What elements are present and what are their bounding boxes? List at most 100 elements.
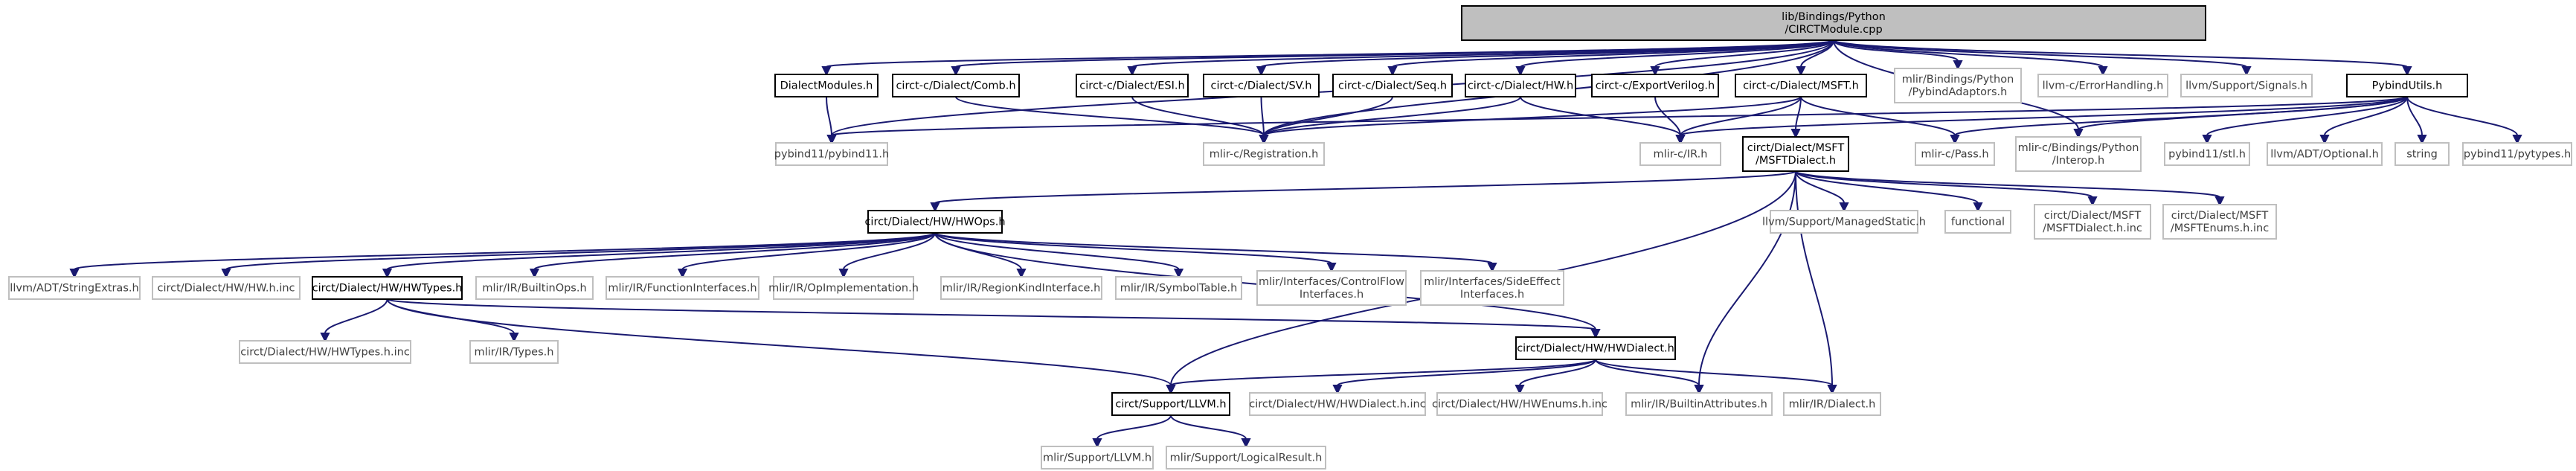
node-errorhandling: llvm-c/ErrorHandling.h [2037, 74, 2168, 97]
edge-hwdialect-to-hwenums [1515, 359, 1596, 395]
edge-hwops-to-opimpl [838, 232, 936, 279]
edge-msftdialect-to-irdialect [1795, 170, 1837, 395]
node-builtinops: mlir/IR/BuiltinOps.h [475, 276, 594, 300]
edge-hwops-to-symboltable [934, 232, 1184, 279]
edge-root-to-errorhandling [1833, 39, 2108, 77]
edge-hwdialect-to-llvmh [1166, 359, 1596, 395]
node-sv[interactable]: circt-c/Dialect/SV.h [1203, 74, 1320, 97]
node-label: mlir/Support/LLVM.h [1043, 452, 1152, 464]
node-root[interactable]: lib/Bindings/Python/CIRCTModule.cpp [1461, 5, 2206, 41]
node-label: /MSFTEnums.h.inc [2171, 222, 2269, 234]
edge-root-to-seq [1387, 39, 1834, 77]
node-label: llvm/ADT/Optional.h [2270, 149, 2379, 161]
node-label: circt/Support/LLVM.h [1115, 399, 1226, 411]
node-msftc[interactable]: circt-c/Dialect/MSFT.h [1735, 74, 1867, 97]
node-llvmh[interactable]: circt/Support/LLVM.h [1111, 392, 1230, 416]
node-pybindutils[interactable]: PybindUtils.h [2346, 74, 2468, 97]
edge-root-to-pyadaptors [1833, 39, 1963, 71]
edges-layer [69, 39, 2522, 449]
node-label: llvm-c/ErrorHandling.h [2043, 80, 2164, 92]
node-esi[interactable]: circt-c/Dialect/ESI.h [1076, 74, 1189, 97]
node-opimpl: mlir/IR/OpImplementation.h [768, 276, 919, 300]
edge-hwops-to-hwhinc [221, 232, 936, 279]
edge-hwtypes-to-irtypes [386, 298, 519, 343]
edge-msftc-to-pass [1800, 96, 1960, 145]
node-label: mlir/IR/OpImplementation.h [768, 283, 919, 295]
node-hwdialectinc: circt/Dialect/HW/HWDialect.h.inc [1249, 392, 1426, 416]
node-label: Interfaces.h [1300, 289, 1364, 301]
node-label: mlir/Support/LogicalResult.h [1170, 452, 1323, 464]
node-comb[interactable]: circt-c/Dialect/Comb.h [892, 74, 1020, 97]
node-irtypes: mlir/IR/Types.h [469, 340, 559, 364]
node-label: pybind11/pytypes.h [2464, 149, 2571, 161]
node-hwtypesinc: circt/Dialect/HW/HWTypes.h.inc [239, 340, 411, 364]
edge-root-to-signals [1833, 39, 2252, 77]
node-label: mlir/IR/Dialect.h [1789, 399, 1876, 411]
node-label: pybind11/pybind11.h [774, 149, 889, 161]
node-label: mlir/Interfaces/SideEffect [1424, 276, 1561, 288]
edge-msftdialect-to-managedstatic [1795, 170, 1849, 213]
node-label: /Interop.h [2052, 155, 2104, 167]
edge-pybindutils-to-string [2406, 96, 2427, 145]
node-string: string [2394, 142, 2450, 166]
node-hwtypes[interactable]: circt/Dialect/HW/HWTypes.h [312, 276, 463, 300]
node-label: llvm/ADT/StringExtras.h [10, 283, 138, 295]
edge-hwdialect-to-irdialect [1595, 359, 1837, 395]
node-label: circt/Dialect/MSFT [1747, 142, 1845, 154]
node-msftdialect[interactable]: circt/Dialect/MSFT/MSFTDialect.h [1742, 136, 1849, 172]
node-label: circt/Dialect/MSFT [2171, 210, 2269, 222]
node-seq[interactable]: circt-c/Dialect/Seq.h [1332, 74, 1453, 97]
node-msftdialectinc: circt/Dialect/MSFT/MSFTDialect.h.inc [2034, 204, 2151, 240]
node-builtinattrs: mlir/IR/BuiltinAttributes.h [1625, 392, 1773, 416]
edge-hwc-to-mlircir [1520, 96, 1686, 145]
node-irdialect: mlir/IR/Dialect.h [1783, 392, 1881, 416]
node-label: mlir/Interfaces/ControlFlow [1259, 276, 1404, 288]
edge-msftdialect-to-functional [1795, 170, 1983, 213]
node-label: circt/Dialect/HW/HWTypes.h.inc [240, 347, 410, 359]
edge-hwtypes-to-hwdialect [386, 298, 1601, 339]
node-label: pybind11/stl.h [2168, 149, 2246, 161]
node-label: circt/Dialect/HW/HWTypes.h [312, 283, 463, 295]
edge-hwops-to-hwtypes [382, 232, 936, 279]
edge-msftc-to-registration [1259, 96, 1802, 145]
node-label: /PybindAdaptors.h [1909, 86, 2008, 98]
edge-msftdialect-to-builtinattrs [1694, 170, 1796, 395]
edge-llvmh-to-mlirllvm [1092, 414, 1172, 449]
edge-llvmh-to-logicalresult [1170, 414, 1251, 449]
node-label: circt-c/Dialect/MSFT.h [1743, 80, 1859, 92]
node-stl: pybind11/stl.h [2164, 142, 2250, 166]
node-label: mlir/IR/BuiltinOps.h [482, 283, 586, 295]
node-pytypes: pybind11/pytypes.h [2462, 142, 2572, 166]
node-exportverilog[interactable]: circt-c/ExportVerilog.h [1591, 74, 1719, 97]
node-dialectmodules[interactable]: DialectModules.h [774, 74, 879, 97]
edge-pybindutils-to-optional [2319, 96, 2408, 145]
node-funcinterfaces: mlir/IR/FunctionInterfaces.h [606, 276, 759, 300]
node-label: circt-c/Dialect/SV.h [1210, 80, 1311, 92]
edge-hwops-to-controlflow [934, 232, 1337, 273]
edge-esi-to-registration [1131, 96, 1269, 145]
edge-hwdialect-to-builtinattrs [1595, 359, 1704, 395]
node-signals: llvm/Support/Signals.h [2180, 74, 2313, 97]
node-hwenums: circt/Dialect/HW/HWEnums.h.inc [1432, 392, 1607, 416]
edge-msftc-to-mlircir [1675, 96, 1802, 145]
node-pass: mlir-c/Pass.h [1915, 142, 1995, 166]
edge-pybindutils-to-pytypes [2406, 96, 2522, 145]
edge-hwops-to-funcinterfaces [677, 232, 936, 279]
node-label: DialectModules.h [780, 80, 873, 92]
node-label: circt/Dialect/HW/HW.h.inc [157, 283, 295, 295]
node-hwdialect[interactable]: circt/Dialect/HW/HWDialect.h [1515, 336, 1676, 360]
edge-hwops-to-builtinops [529, 232, 936, 279]
node-label: lib/Bindings/Python [1782, 11, 1886, 23]
node-label: circt-c/Dialect/ESI.h [1079, 80, 1184, 92]
node-label: circt-c/Dialect/HW.h [1468, 80, 1573, 92]
node-label: mlir/IR/RegionKindInterface.h [942, 283, 1101, 295]
edge-hwops-to-sideeffect [934, 232, 1497, 273]
edge-root-to-hwc [1515, 39, 1834, 77]
node-hwops[interactable]: circt/Dialect/HW/HWOps.h [864, 210, 1006, 234]
node-optional: llvm/ADT/Optional.h [2267, 142, 2383, 166]
node-mlircir: mlir-c/IR.h [1639, 142, 1721, 166]
edge-root-to-sv [1256, 39, 1834, 77]
node-hwc[interactable]: circt-c/Dialect/HW.h [1465, 74, 1576, 97]
